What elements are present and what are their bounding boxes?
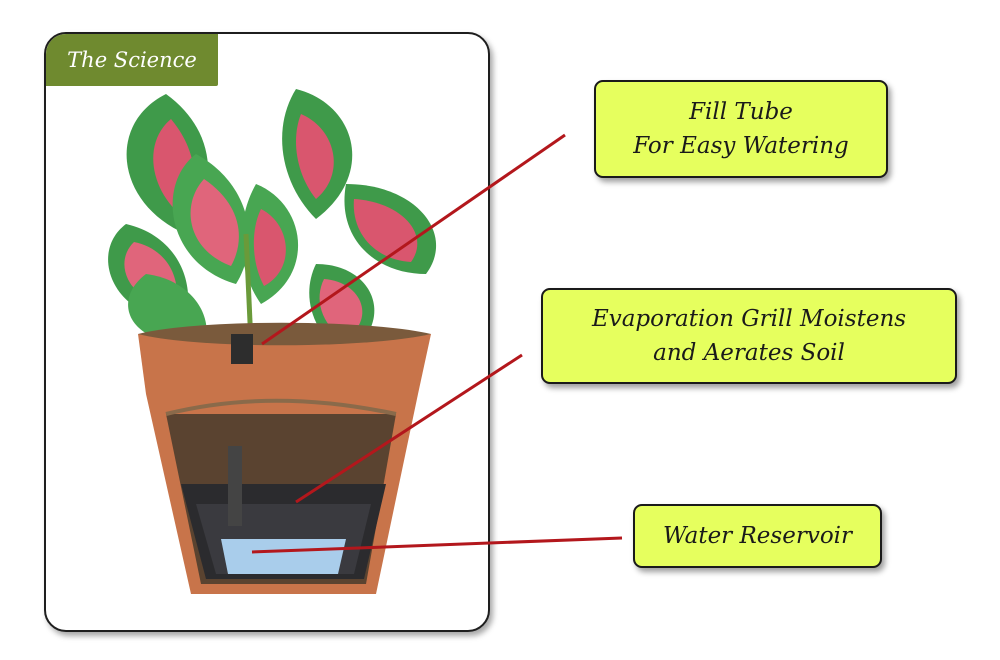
- evaporation-grill-callout: Evaporation Grill Moistens and Aerates S…: [541, 288, 957, 384]
- planter-cutaway-illustration: [108, 89, 437, 594]
- water-reservoir-callout: Water Reservoir: [633, 504, 882, 568]
- fill-tube-callout-line1: Fill Tube: [689, 99, 793, 125]
- illustration-card: The Science: [44, 32, 490, 632]
- fill-tube-callout-line2: For Easy Watering: [633, 133, 849, 159]
- evaporation-grill-callout-line2: and Aerates Soil: [653, 340, 845, 366]
- terracotta-pot: [138, 322, 431, 594]
- water-reservoir-callout-line1: Water Reservoir: [662, 523, 853, 549]
- fill-tube-callout: Fill Tube For Easy Watering: [594, 80, 888, 178]
- science-tag: The Science: [46, 34, 218, 86]
- evaporation-grill-callout-line1: Evaporation Grill Moistens: [591, 306, 907, 332]
- plant-leaves: [108, 89, 437, 354]
